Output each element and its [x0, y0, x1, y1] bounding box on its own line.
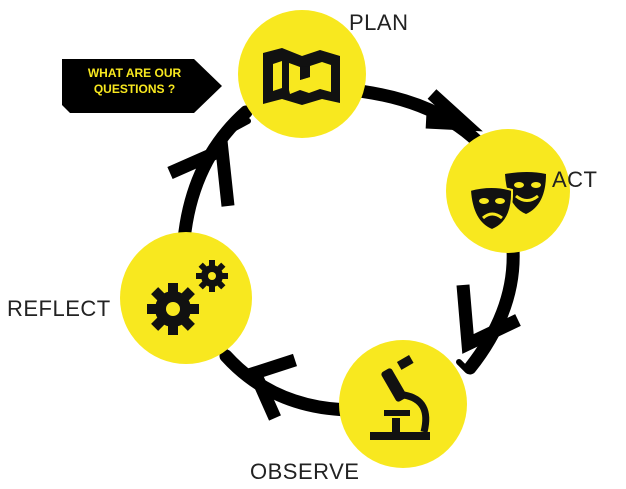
- callout-arrow-shape: [62, 59, 222, 113]
- questions-callout: WHAT ARE OUR QUESTIONS ?: [62, 53, 224, 117]
- observe-node: [339, 340, 467, 468]
- arrow-act-to-observe: [463, 242, 520, 375]
- microscope-icon: [370, 355, 430, 440]
- callout-text: WHAT ARE OUR QUESTIONS ?: [72, 65, 197, 97]
- plan-node: [238, 10, 366, 138]
- callout-line-1: WHAT ARE OUR: [87, 66, 182, 80]
- arrowhead-act-to-observe: [456, 284, 521, 354]
- arrow-reflect-to-plan: [177, 105, 253, 247]
- callout-line-2: QUESTIONS ?: [93, 82, 176, 96]
- arrowhead-observe-to-reflect: [246, 353, 298, 421]
- reflect-node: [120, 232, 252, 364]
- observe-label: OBSERVE: [250, 459, 360, 484]
- act-label: ACT: [552, 167, 598, 192]
- arrowhead-reflect-to-plan: [167, 140, 235, 207]
- act-node: [446, 129, 570, 253]
- theater-masks-icon: [468, 172, 546, 232]
- reflect-label: REFLECT: [7, 296, 111, 321]
- gears-icon: [147, 260, 228, 335]
- arrowhead-plan-to-act: [425, 89, 483, 132]
- arrow-observe-to-reflect: [219, 349, 362, 417]
- map-icon: [263, 48, 340, 105]
- plan-label: PLAN: [349, 10, 409, 35]
